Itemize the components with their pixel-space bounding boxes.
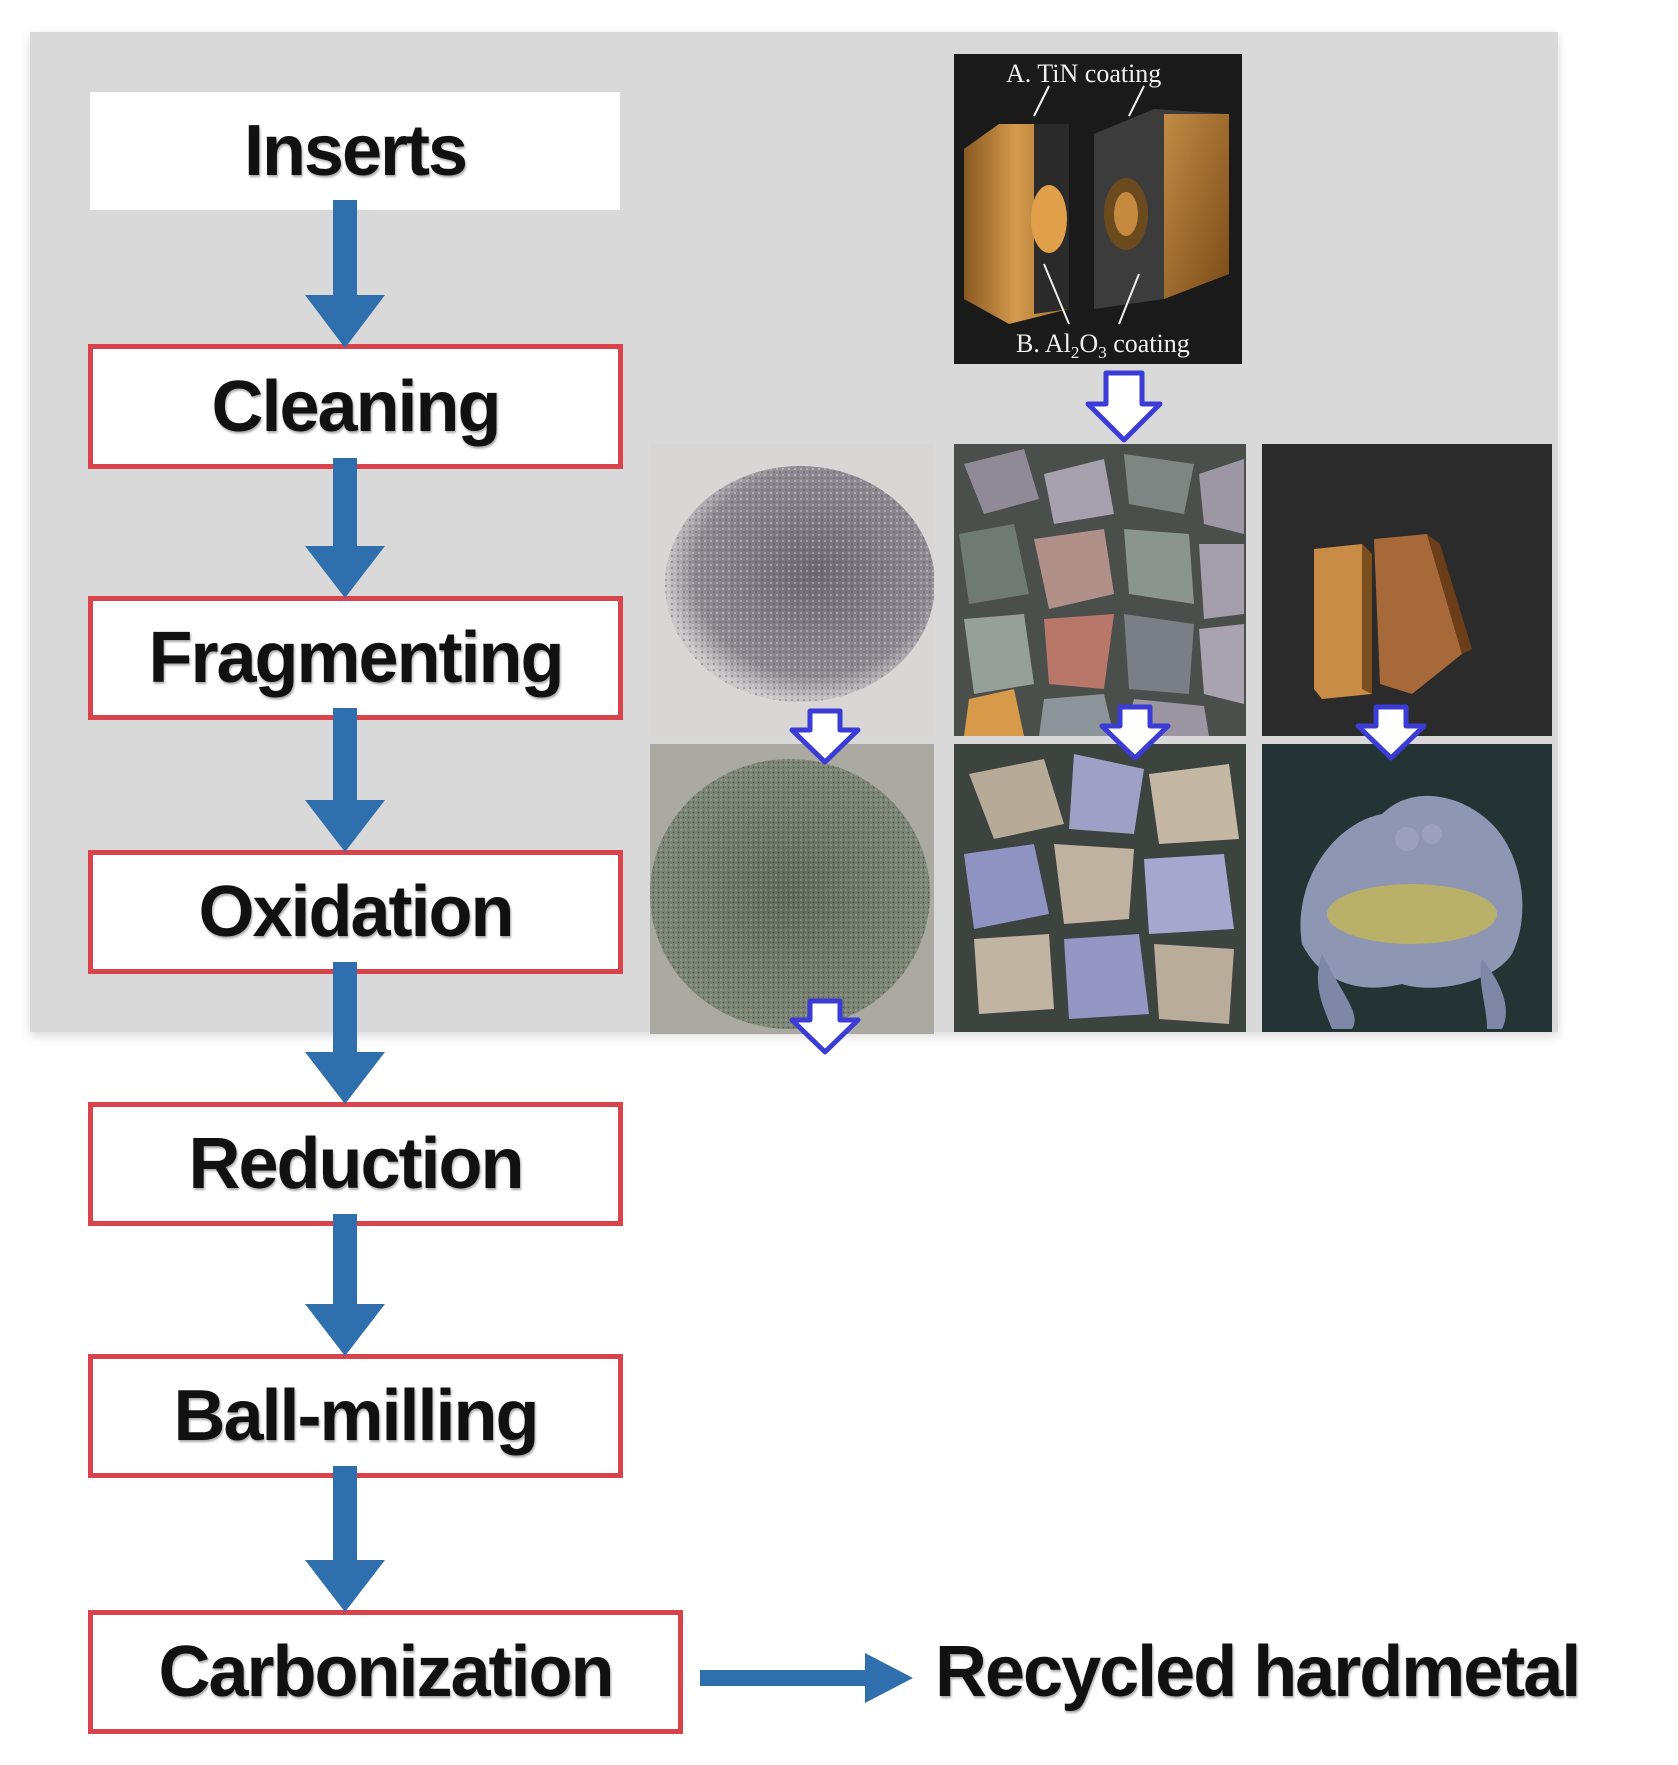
step-cleaning-label: Cleaning <box>211 366 501 447</box>
photo-powder-gray <box>650 444 934 736</box>
flow-arrow-1 <box>305 200 385 348</box>
photo-arrow-powder-gray <box>789 708 861 765</box>
step-reduction: Reduction <box>88 1102 623 1226</box>
step-reduction-label: Reduction <box>188 1124 525 1204</box>
step-carbonization: Carbonization <box>88 1610 683 1734</box>
photo-powder-green <box>650 744 934 1034</box>
photo-arrow-intact-inserts <box>1355 704 1427 761</box>
step-ball-milling: Ball-milling <box>88 1354 623 1478</box>
photo-fragments <box>954 444 1246 736</box>
step-carbonization-label: Carbonization <box>158 1632 615 1712</box>
label-tin-coating: A. TiN coating <box>1006 59 1161 88</box>
flow-arrow-2 <box>305 458 385 598</box>
flow-arrow-6 <box>305 1466 385 1612</box>
step-cleaning: Cleaning <box>88 344 623 469</box>
photo-arrow-fragments <box>1099 704 1171 761</box>
step-inserts-label: Inserts <box>243 111 468 191</box>
step-ball-milling-label: Ball-milling <box>173 1376 539 1456</box>
label-al2o3-coating: B. Al2O3 coating <box>1016 329 1190 362</box>
step-fragmenting-label: Fragmenting <box>148 618 564 698</box>
step-oxidation: Oxidation <box>88 850 623 974</box>
step-inserts: Inserts <box>90 92 620 210</box>
photo-arrow-powder-green <box>789 998 861 1055</box>
flow-arrow-5 <box>305 1214 385 1356</box>
photo-oxidized-inserts <box>1262 744 1552 1032</box>
result-label: Recycled hardmetal <box>935 1632 1581 1712</box>
photo-coated-inserts: A. TiN coating B. Al2O3 coating <box>954 54 1242 364</box>
photo-intact-inserts <box>1262 444 1552 736</box>
step-fragmenting: Fragmenting <box>88 596 623 720</box>
flow-arrow-4 <box>305 962 385 1104</box>
flow-arrow-3 <box>305 708 385 852</box>
result-arrow <box>700 1653 913 1703</box>
step-oxidation-label: Oxidation <box>198 872 514 952</box>
photo-oxidized-fragments <box>954 744 1246 1032</box>
photo-arrow-insert-to-fragments <box>1085 370 1163 443</box>
